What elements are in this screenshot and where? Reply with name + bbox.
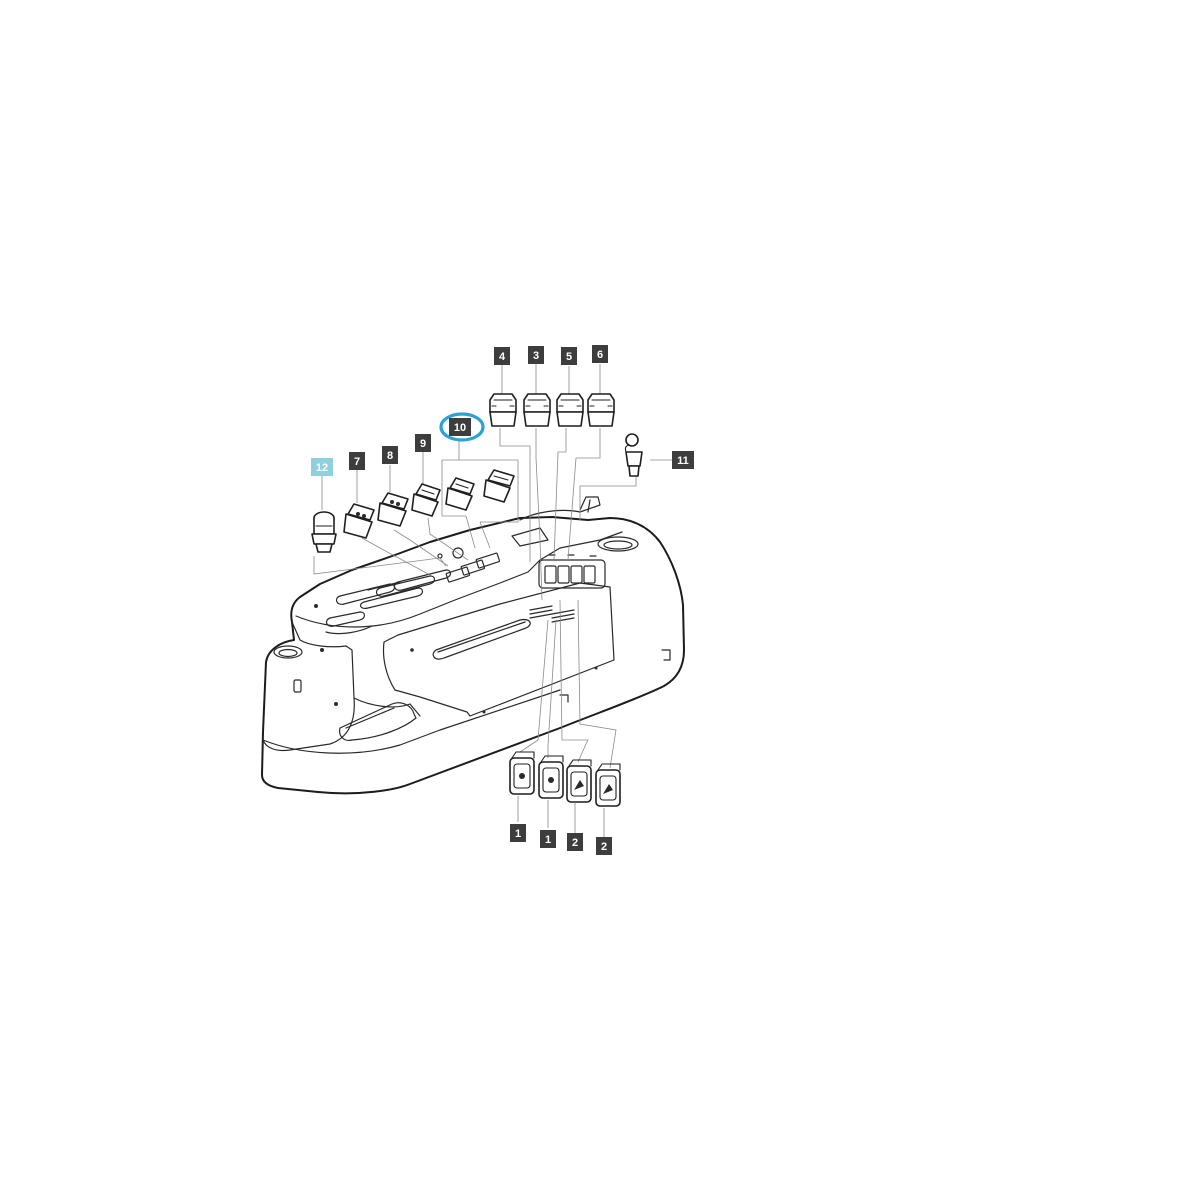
svg-text:8: 8 bbox=[387, 450, 393, 462]
bottom-switch-2a bbox=[566, 759, 592, 803]
power-socket-11 bbox=[624, 433, 643, 477]
svg-text:11: 11 bbox=[677, 455, 689, 467]
switch-7 bbox=[343, 503, 375, 539]
callout-1b: 1 bbox=[540, 830, 556, 848]
switch-10b bbox=[483, 469, 515, 503]
leader-lines bbox=[313, 364, 672, 837]
svg-text:2: 2 bbox=[572, 837, 578, 849]
bottom-switch-2b bbox=[595, 763, 621, 807]
switch-5 bbox=[556, 393, 584, 427]
svg-text:1: 1 bbox=[545, 834, 551, 846]
svg-text:12: 12 bbox=[316, 462, 328, 474]
callout-4: 4 bbox=[494, 347, 510, 365]
switch-8 bbox=[377, 492, 409, 527]
callout-5: 5 bbox=[561, 347, 577, 365]
callout-9: 9 bbox=[415, 434, 431, 452]
switch-bay bbox=[538, 554, 606, 589]
switch-6 bbox=[587, 393, 615, 427]
callout-11: 11 bbox=[672, 451, 694, 469]
callout-10: 10 bbox=[449, 418, 471, 436]
callout-2a: 2 bbox=[567, 833, 583, 851]
callout-12: 12 bbox=[311, 458, 333, 476]
switch-9 bbox=[411, 483, 441, 517]
switch-4 bbox=[489, 393, 517, 427]
svg-text:9: 9 bbox=[420, 438, 426, 450]
bottom-switch-1a bbox=[509, 751, 535, 795]
callout-7: 7 bbox=[349, 452, 365, 470]
callout-8: 8 bbox=[382, 446, 398, 464]
svg-text:1: 1 bbox=[515, 828, 521, 840]
svg-text:3: 3 bbox=[533, 350, 539, 362]
switch-3 bbox=[523, 393, 551, 427]
ignition-knob-12 bbox=[311, 511, 337, 553]
highlight-ring-10 bbox=[439, 412, 485, 442]
svg-text:7: 7 bbox=[354, 456, 360, 468]
top-switch-slots bbox=[437, 547, 501, 583]
bottom-switch-1b bbox=[538, 755, 564, 799]
callout-2b: 2 bbox=[596, 837, 612, 855]
svg-text:5: 5 bbox=[566, 351, 572, 363]
svg-text:2: 2 bbox=[601, 841, 607, 853]
callout-3: 3 bbox=[528, 346, 544, 364]
dashboard-console-housing bbox=[261, 496, 685, 795]
callout-6: 6 bbox=[592, 345, 608, 363]
svg-text:6: 6 bbox=[597, 349, 603, 361]
svg-text:10: 10 bbox=[454, 422, 466, 434]
svg-text:4: 4 bbox=[499, 351, 506, 363]
callout-1a: 1 bbox=[510, 824, 526, 842]
switch-10a bbox=[445, 477, 475, 511]
